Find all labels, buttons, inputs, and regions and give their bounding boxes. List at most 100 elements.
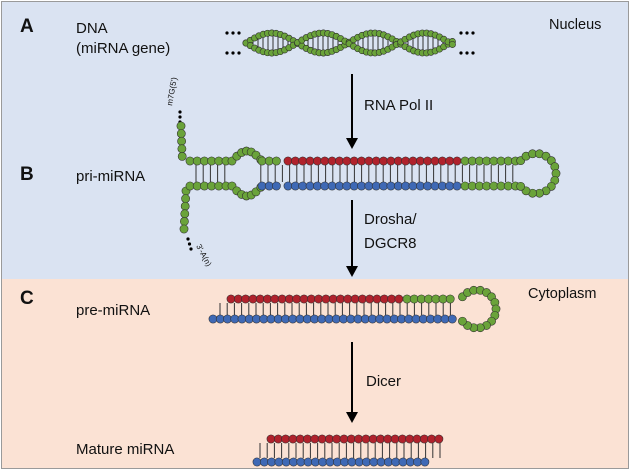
pri-mirna-hairpin [176,110,561,251]
pre-mature-strand-bead [285,294,294,304]
mature-guide-strand-bead [317,434,327,444]
mature-passenger-strand-bead [398,457,408,467]
mature-passenger-strand-bead [420,457,430,467]
pri-passenger-strand-bead [430,181,440,191]
pre-passenger-strand-bead [252,314,261,324]
pre-mature-strand-bead [270,294,280,304]
mature-passenger-strand-bead [340,457,349,467]
pri-mature-strand-bead [283,156,293,166]
mature-guide-strand-bead [310,434,320,444]
mature-passenger-strand-bead [318,457,328,467]
mature-guide-strand-bead [266,434,276,444]
mature-passenger-strand-bead [274,457,284,467]
pri-mature-strand-bead [401,156,410,166]
pre-passenger-strand-bead [389,314,399,324]
pre-mature-strand-bead [336,294,345,304]
mature-guide-strand-bead [383,434,393,444]
pri-mature-strand-bead [408,156,418,166]
pre-passenger-strand-bead [418,314,428,324]
pri-mature-strand-bead [371,156,381,166]
pri-passenger-strand-bead [357,181,366,191]
pre-mature-strand-bead [358,294,367,304]
pre-mirna-label: pre-miRNA [76,302,150,319]
mature-guide-strand-bead [398,434,407,444]
mature-passenger-strand-bead [362,457,371,467]
mature-guide-strand-bead [273,434,283,444]
rna-pol-ii-label: RNA Pol II [364,97,433,114]
dna-label: DNA [76,20,108,37]
mature-guide-strand-bead [427,434,436,444]
dot [225,31,229,35]
pre-mature-strand-bead [365,294,375,304]
mature-guide-strand-bead [339,434,349,444]
pri-mature-strand-bead [320,156,330,166]
dicer-label: Dicer [366,373,401,390]
mirna-gene-label: (miRNA gene) [76,40,170,57]
mature-passenger-strand-bead [391,457,401,467]
drosha-label: Drosha/ [364,211,417,228]
pre-passenger-strand-bead [397,314,406,324]
pre-passenger-strand-bead [310,314,319,324]
arrow-transcription [346,74,358,149]
mature-passenger-strand-bead [303,457,313,467]
mature-guide-strand-bead [368,434,378,444]
dot [459,51,463,55]
nucleus-label: Nucleus [549,17,601,33]
pre-passenger-strand-bead [353,314,363,324]
pri-mature-strand-bead [415,156,425,166]
pri-passenger-strand-bead [290,181,300,191]
mature-passenger-strand-bead [325,457,335,467]
pri-passenger-strand-bead [423,181,433,191]
pre-mature-strand-bead [306,294,316,304]
pri-passenger-strand-bead [327,181,337,191]
pri-mature-strand-bead [305,156,315,166]
pre-passenger-strand-bead [404,314,414,324]
pri-passenger-strand-bead [452,181,462,191]
pre-mature-strand-bead [328,294,338,304]
pre-mature-strand-bead [277,294,287,304]
pri-mature-strand-bead [393,156,403,166]
pri-passenger-strand-bead [298,181,308,191]
pri-passenger-strand-bead [393,181,403,191]
pri-mature-strand-bead [357,156,366,166]
pre-mature-strand-bead [226,294,236,304]
mature-passenger-strand-bead [369,457,379,467]
pre-passenger-strand-bead [368,314,377,324]
pri-mature-strand-bead [327,156,337,166]
pri-passenger-strand-bead [320,181,330,191]
pre-mature-strand-bead [394,294,404,304]
mature-passenger-strand-bead [405,457,415,467]
mature-passenger-strand-bead [413,457,422,467]
pre-passenger-strand-bead [230,314,240,324]
mature-passenger-strand-bead [252,457,262,467]
mature-mirna-label: Mature miRNA [76,441,174,458]
dot [178,110,182,114]
pre-passenger-strand-bead [346,314,356,324]
mature-passenger-strand-bead [354,457,364,467]
pri-5prime-flank-bead [177,152,187,161]
dot [231,51,235,55]
nucleus-region [2,2,628,279]
arrow-dicer-cleavage [346,342,358,423]
pri-mature-strand-bead [342,156,352,166]
mature-passenger-strand-bead [376,457,386,467]
mature-guide-strand-bead [405,434,415,444]
mature-passenger-strand-bead [296,457,306,467]
pri-stem-bead [272,156,281,166]
pri-3prime-flank-bead [179,224,189,234]
dot [471,51,475,55]
pre-passenger-strand-bead [339,314,348,324]
pri-passenger-strand-bead [371,181,381,191]
pre-mature-strand-bead [387,294,396,304]
pri-mature-strand-bead [379,156,388,166]
mature-guide-strand-bead [390,434,400,444]
pre-passenger-strand-bead [266,314,276,324]
pri-mirna-label: pri-miRNA [76,168,145,185]
pri-passenger-strand-bead [305,181,315,191]
pre-mature-strand-bead [372,294,382,304]
pre-mirna-hairpin [208,285,501,333]
pri-passenger-strand-bead [313,181,322,191]
pri-mature-strand-bead [430,156,440,166]
mature-guide-strand-bead [354,434,363,444]
